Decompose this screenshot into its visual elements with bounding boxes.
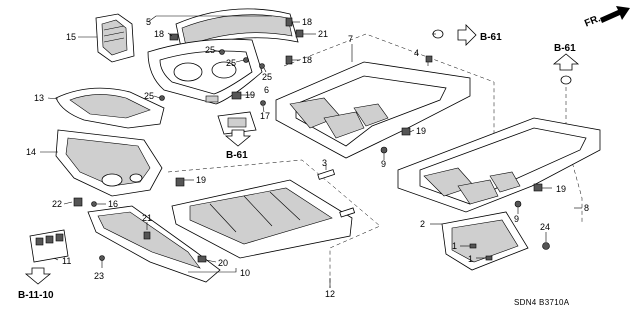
ref-b61-right: B-61	[554, 43, 576, 54]
callout-21-a: 21	[318, 29, 328, 39]
callout-13: 13	[34, 93, 44, 103]
part-12-under-cover	[167, 159, 381, 288]
arrow-down-b61	[224, 129, 252, 147]
callout-6: 6	[264, 85, 269, 95]
callout-18-a: 18	[154, 29, 164, 39]
part-3-pins	[317, 165, 356, 218]
arrow-right-b61	[457, 24, 477, 46]
callout-19-b: 19	[416, 126, 426, 136]
callout-19-a: 19	[245, 90, 255, 100]
callout-19-c: 19	[196, 175, 206, 185]
part-13-column-cover-upper	[47, 87, 165, 129]
ref-b61-mid: B-61	[226, 150, 248, 161]
callout-15: 15	[66, 32, 76, 42]
callout-18-c: 18	[302, 55, 312, 65]
callout-18-b: 18	[302, 17, 312, 27]
callout-9-b: 9	[514, 214, 519, 224]
part-11-switch-panel	[29, 229, 69, 263]
callout-9-a: 9	[381, 159, 386, 169]
callout-2: 2	[420, 219, 425, 229]
part-24-bolt	[542, 232, 550, 250]
callout-10: 10	[240, 268, 250, 278]
arrow-down-b1110	[24, 267, 52, 285]
part-19-17-switches	[217, 91, 266, 135]
ref-b11-10: B-11-10	[18, 290, 54, 301]
small-clips-top	[167, 17, 316, 65]
callout-numbers: 15 5 18 18 21 18 25 25 25 25 13 6 19 17 …	[26, 17, 589, 299]
part-7-dashboard-upper	[275, 29, 495, 170]
callout-3: 3	[322, 158, 327, 168]
part-19-clip-tray	[175, 177, 194, 187]
callout-12: 12	[325, 289, 335, 299]
part-2-center-panel	[430, 211, 529, 271]
callout-7: 7	[348, 34, 353, 44]
ref-b61-top: B-61	[480, 32, 502, 43]
callout-22: 22	[52, 199, 62, 209]
front-direction-arrow	[600, 6, 630, 23]
arrow-up-b61	[552, 53, 580, 71]
part-15-vent	[78, 13, 135, 63]
callout-25-c: 25	[262, 72, 272, 82]
part-6-meter-panel	[147, 38, 263, 105]
part-22-16-fasteners	[63, 197, 106, 207]
callout-4: 4	[414, 48, 419, 58]
callout-14: 14	[26, 147, 36, 157]
callout-11: 11	[62, 256, 71, 266]
callout-19-d: 19	[556, 184, 566, 194]
callout-16: 16	[108, 199, 118, 209]
callout-20: 20	[218, 258, 228, 268]
direction-label: FR.	[583, 13, 602, 29]
callout-21-b: 21	[142, 213, 152, 223]
part-10-lower-cover	[87, 205, 237, 283]
part-21-clip-lower	[143, 222, 151, 240]
callout-5: 5	[146, 17, 151, 27]
screws-25	[153, 49, 267, 101]
callout-23: 23	[94, 271, 104, 281]
callout-8: 8	[584, 203, 589, 213]
callout-25-b: 25	[226, 58, 236, 68]
callout-1-a: 1	[452, 241, 457, 251]
callout-17: 17	[260, 111, 270, 121]
part-8-dashboard-lower	[397, 75, 601, 222]
diagram-code: SDN4 B3710A	[514, 298, 570, 307]
callout-25-d: 25	[144, 91, 154, 101]
callout-25-a: 25	[205, 45, 215, 55]
callout-1-b: 1	[468, 254, 473, 264]
callout-24: 24	[540, 222, 550, 232]
part-23-screw	[99, 255, 105, 268]
part-14-column-cover-lower	[40, 129, 163, 197]
